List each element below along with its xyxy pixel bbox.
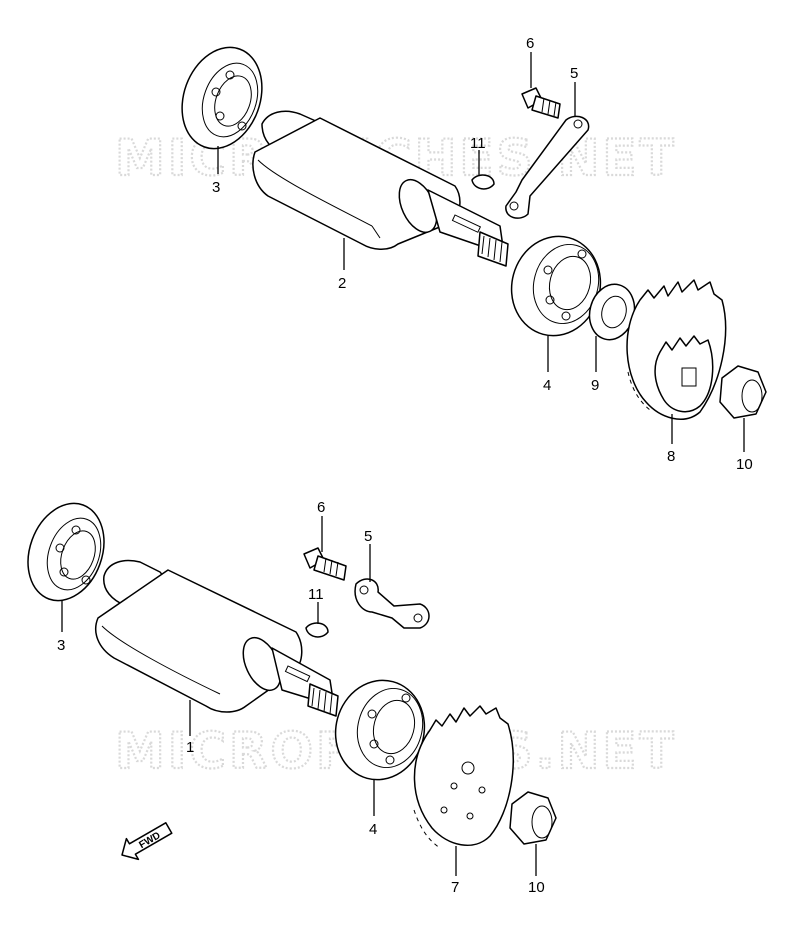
lower-nut[interactable] — [509, 791, 557, 845]
callout-upper-key: 11 — [470, 135, 486, 152]
callout-upper-nut: 10 — [736, 456, 753, 473]
lower-bolt[interactable] — [303, 547, 347, 581]
upper-plate[interactable] — [505, 115, 590, 219]
lower-bearing-right[interactable] — [325, 670, 436, 789]
callout-upper-gear: 8 — [667, 448, 675, 465]
upper-assembly: 3 2 6 5 11 4 9 8 10 — [169, 35, 767, 473]
upper-leader-lines — [217, 52, 745, 452]
callout-lower-bearing-right: 4 — [369, 821, 377, 838]
fwd-label: FWD — [137, 830, 162, 851]
lower-plate[interactable] — [354, 578, 430, 629]
lower-key[interactable] — [305, 622, 329, 638]
callout-upper-bearing-left: 3 — [212, 179, 220, 196]
upper-balancer-shaft[interactable] — [252, 110, 509, 267]
callout-lower-bearing-left: 3 — [57, 637, 65, 654]
lower-leader-lines — [61, 516, 537, 876]
callout-lower-balancer-shaft: 1 — [186, 739, 194, 756]
callout-upper-bearing-right: 4 — [543, 377, 551, 394]
lower-bearing-left[interactable] — [15, 493, 117, 612]
upper-bearing-left[interactable] — [169, 36, 276, 160]
callout-upper-spacer: 9 — [591, 377, 599, 394]
upper-gear[interactable] — [626, 279, 727, 420]
callout-upper-plate: 5 — [570, 65, 578, 82]
lower-gear[interactable] — [413, 705, 514, 849]
callout-lower-plate: 5 — [364, 528, 372, 545]
upper-key[interactable] — [471, 174, 495, 190]
lower-balancer-shaft[interactable] — [94, 559, 339, 717]
lower-assembly: 3 1 6 5 11 4 7 10 — [15, 493, 557, 896]
callout-upper-balancer-shaft: 2 — [338, 275, 346, 292]
callout-lower-gear: 7 — [451, 879, 459, 896]
callout-lower-key: 11 — [308, 586, 324, 603]
callout-lower-bolt: 6 — [317, 499, 325, 516]
callout-lower-nut: 10 — [528, 879, 545, 896]
upper-bearing-right[interactable] — [501, 226, 612, 345]
fwd-arrow-icon: FWD — [121, 822, 173, 861]
upper-spacer[interactable] — [584, 279, 641, 344]
callout-upper-bolt: 6 — [526, 35, 534, 52]
upper-bolt[interactable] — [521, 87, 561, 119]
upper-nut[interactable] — [719, 365, 767, 419]
